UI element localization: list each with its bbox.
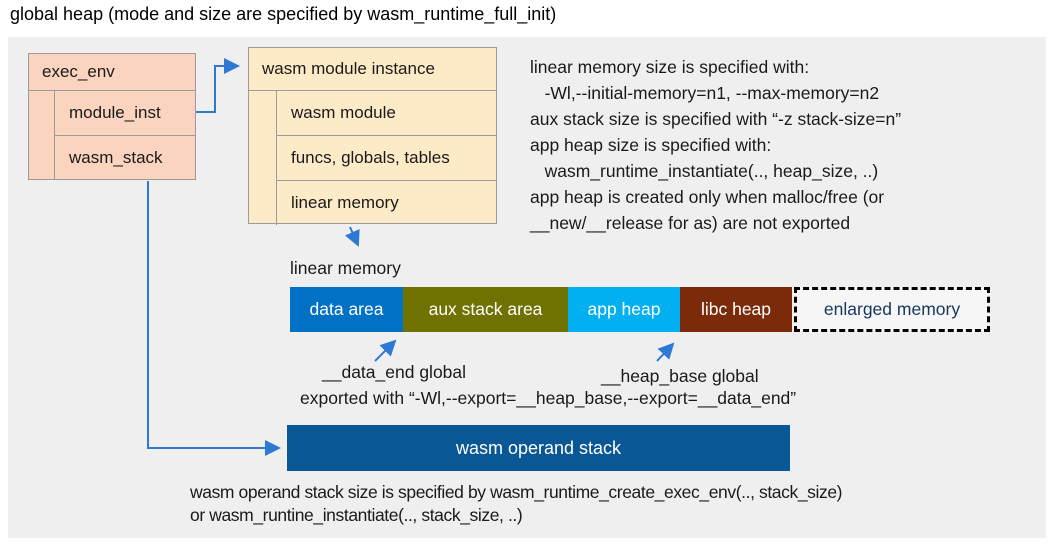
note-line: __new/__release for as) are not exported <box>530 213 851 233</box>
wasm-module-instance-title: wasm module instance <box>249 48 496 91</box>
wasm-module-instance-fields: wasm module funcs, globals, tables linea… <box>276 91 496 225</box>
exec-env-field-wasm-stack: wasm_stack <box>54 136 195 180</box>
note-line: -Wl,--initial-memory=n1, --max-memory=n2 <box>530 83 880 103</box>
export-flags-label: exported with “-Wl,--export=__heap_base,… <box>300 388 797 408</box>
exec-env-box: exec_env module_inst wasm_stack <box>28 53 196 180</box>
exec-env-field-module-inst: module_inst <box>54 91 195 136</box>
segment-data-area: data area <box>290 287 403 332</box>
segment-aux-stack-area: aux stack area <box>403 287 568 332</box>
operand-stack-note: wasm operand stack size is specified by … <box>190 481 1050 527</box>
note-line: app heap size is specified with: <box>530 135 772 155</box>
segment-app-heap: app heap <box>568 287 680 332</box>
exec-env-title: exec_env <box>29 54 195 91</box>
note-line: app heap is created only when malloc/fre… <box>530 187 885 207</box>
linear-memory-label: linear memory <box>290 258 401 278</box>
data-end-global-label: __data_end global <box>322 362 467 382</box>
linear-memory-bar: data area aux stack area app heap libc h… <box>290 287 990 332</box>
note-line: aux stack size is specified with “-z sta… <box>530 109 902 129</box>
heap-base-global-label: __heap_base global <box>601 366 759 386</box>
page-title: global heap (mode and size are specified… <box>10 4 557 24</box>
segment-enlarged-memory: enlarged memory <box>794 287 990 332</box>
exec-env-fields: module_inst wasm_stack <box>54 91 195 180</box>
instance-field-linear-memory: linear memory <box>276 181 496 225</box>
instance-field-wasm-module: wasm module <box>276 91 496 136</box>
size-notes: linear memory size is specified with: -W… <box>530 54 1042 236</box>
instance-field-funcs-globals-tables: funcs, globals, tables <box>276 136 496 181</box>
wasm-operand-stack-bar: wasm operand stack <box>287 425 790 471</box>
note-line: wasm operand stack size is specified by … <box>190 482 843 502</box>
segment-libc-heap: libc heap <box>680 287 792 332</box>
wasm-module-instance-box: wasm module instance wasm module funcs, … <box>248 47 497 225</box>
note-line: or wasm_runtine_instantiate(.., stack_si… <box>190 505 523 525</box>
note-line: wasm_runtime_instantiate(.., heap_size, … <box>530 161 879 181</box>
note-line: linear memory size is specified with: <box>530 57 810 77</box>
